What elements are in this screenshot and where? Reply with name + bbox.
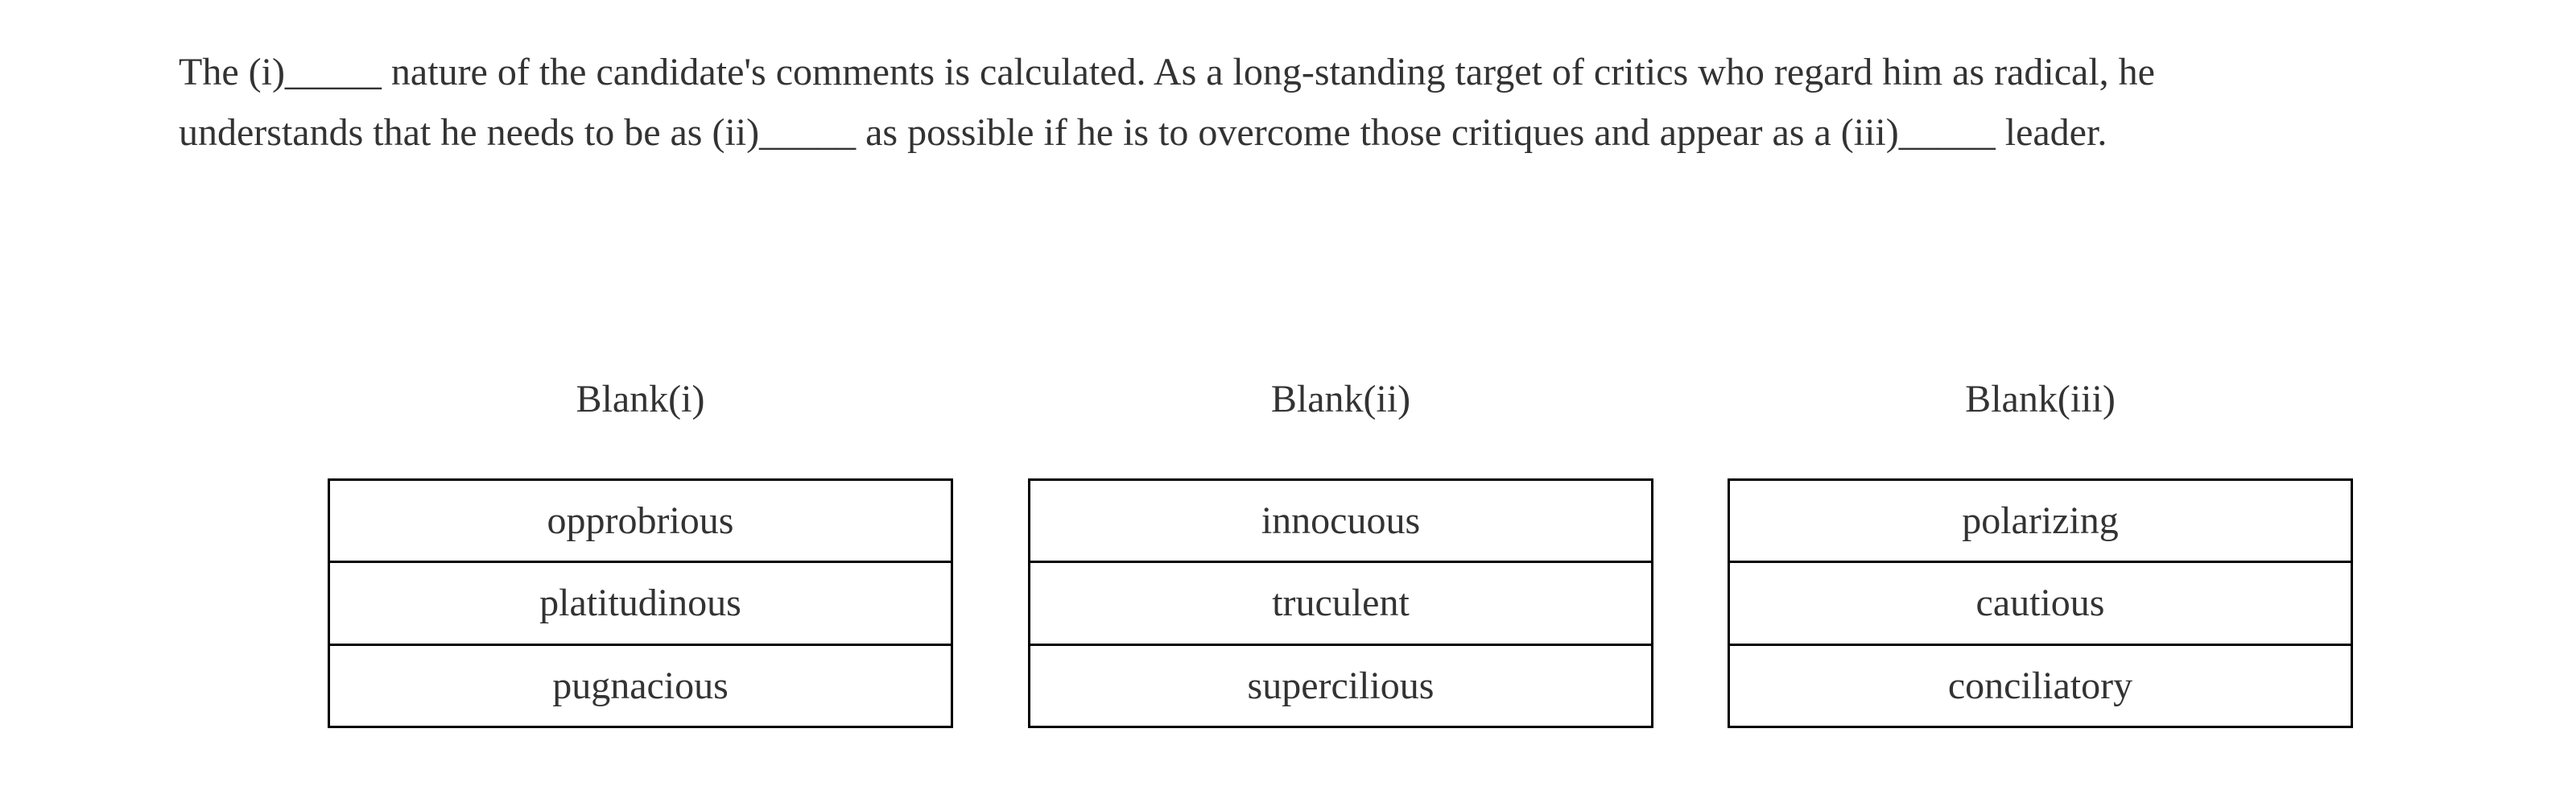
blank-ii-header: Blank(ii) xyxy=(1270,377,1411,420)
blank-iii-option-polarizing[interactable]: polarizing xyxy=(1962,499,2119,543)
blank-i-header: Blank(i) xyxy=(576,377,705,420)
question-line-2: understands that he needs to be as (ii)_… xyxy=(179,111,2107,154)
question-text: The (i)_____ nature of the candidate's c… xyxy=(179,42,2433,163)
blank-iii-header: Blank(iii) xyxy=(1965,377,2116,420)
blank-ii-option-supercilious[interactable]: supercilious xyxy=(1030,643,1651,726)
blank-i-column: Blank(i) opprobrious platitudinous pugna… xyxy=(328,362,953,728)
blank-ii-option-innocuous[interactable]: innocuous xyxy=(1261,499,1421,543)
blank-iii-option-conciliatory[interactable]: conciliatory xyxy=(1730,643,2351,726)
blank-iii-column: Blank(iii) polarizing cautious conciliat… xyxy=(1728,362,2353,728)
blank-ii-choices: innocuous truculent supercilious xyxy=(1028,478,1653,728)
question-line-1: The (i)_____ nature of the candidate's c… xyxy=(179,51,2155,93)
blank-ii-option-truculent[interactable]: truculent xyxy=(1030,561,1651,643)
blank-i-choices: opprobrious platitudinous pugnacious xyxy=(328,478,953,728)
blank-ii-column: Blank(ii) innocuous truculent supercilio… xyxy=(1028,362,1653,728)
blank-i-option-platitudinous[interactable]: platitudinous xyxy=(330,561,951,643)
blank-iii-option-cautious[interactable]: cautious xyxy=(1730,561,2351,643)
blank-i-option-opprobrious[interactable]: opprobrious xyxy=(547,499,734,543)
blank-i-option-pugnacious[interactable]: pugnacious xyxy=(330,643,951,726)
blank-iii-choices: polarizing cautious conciliatory xyxy=(1728,478,2353,728)
